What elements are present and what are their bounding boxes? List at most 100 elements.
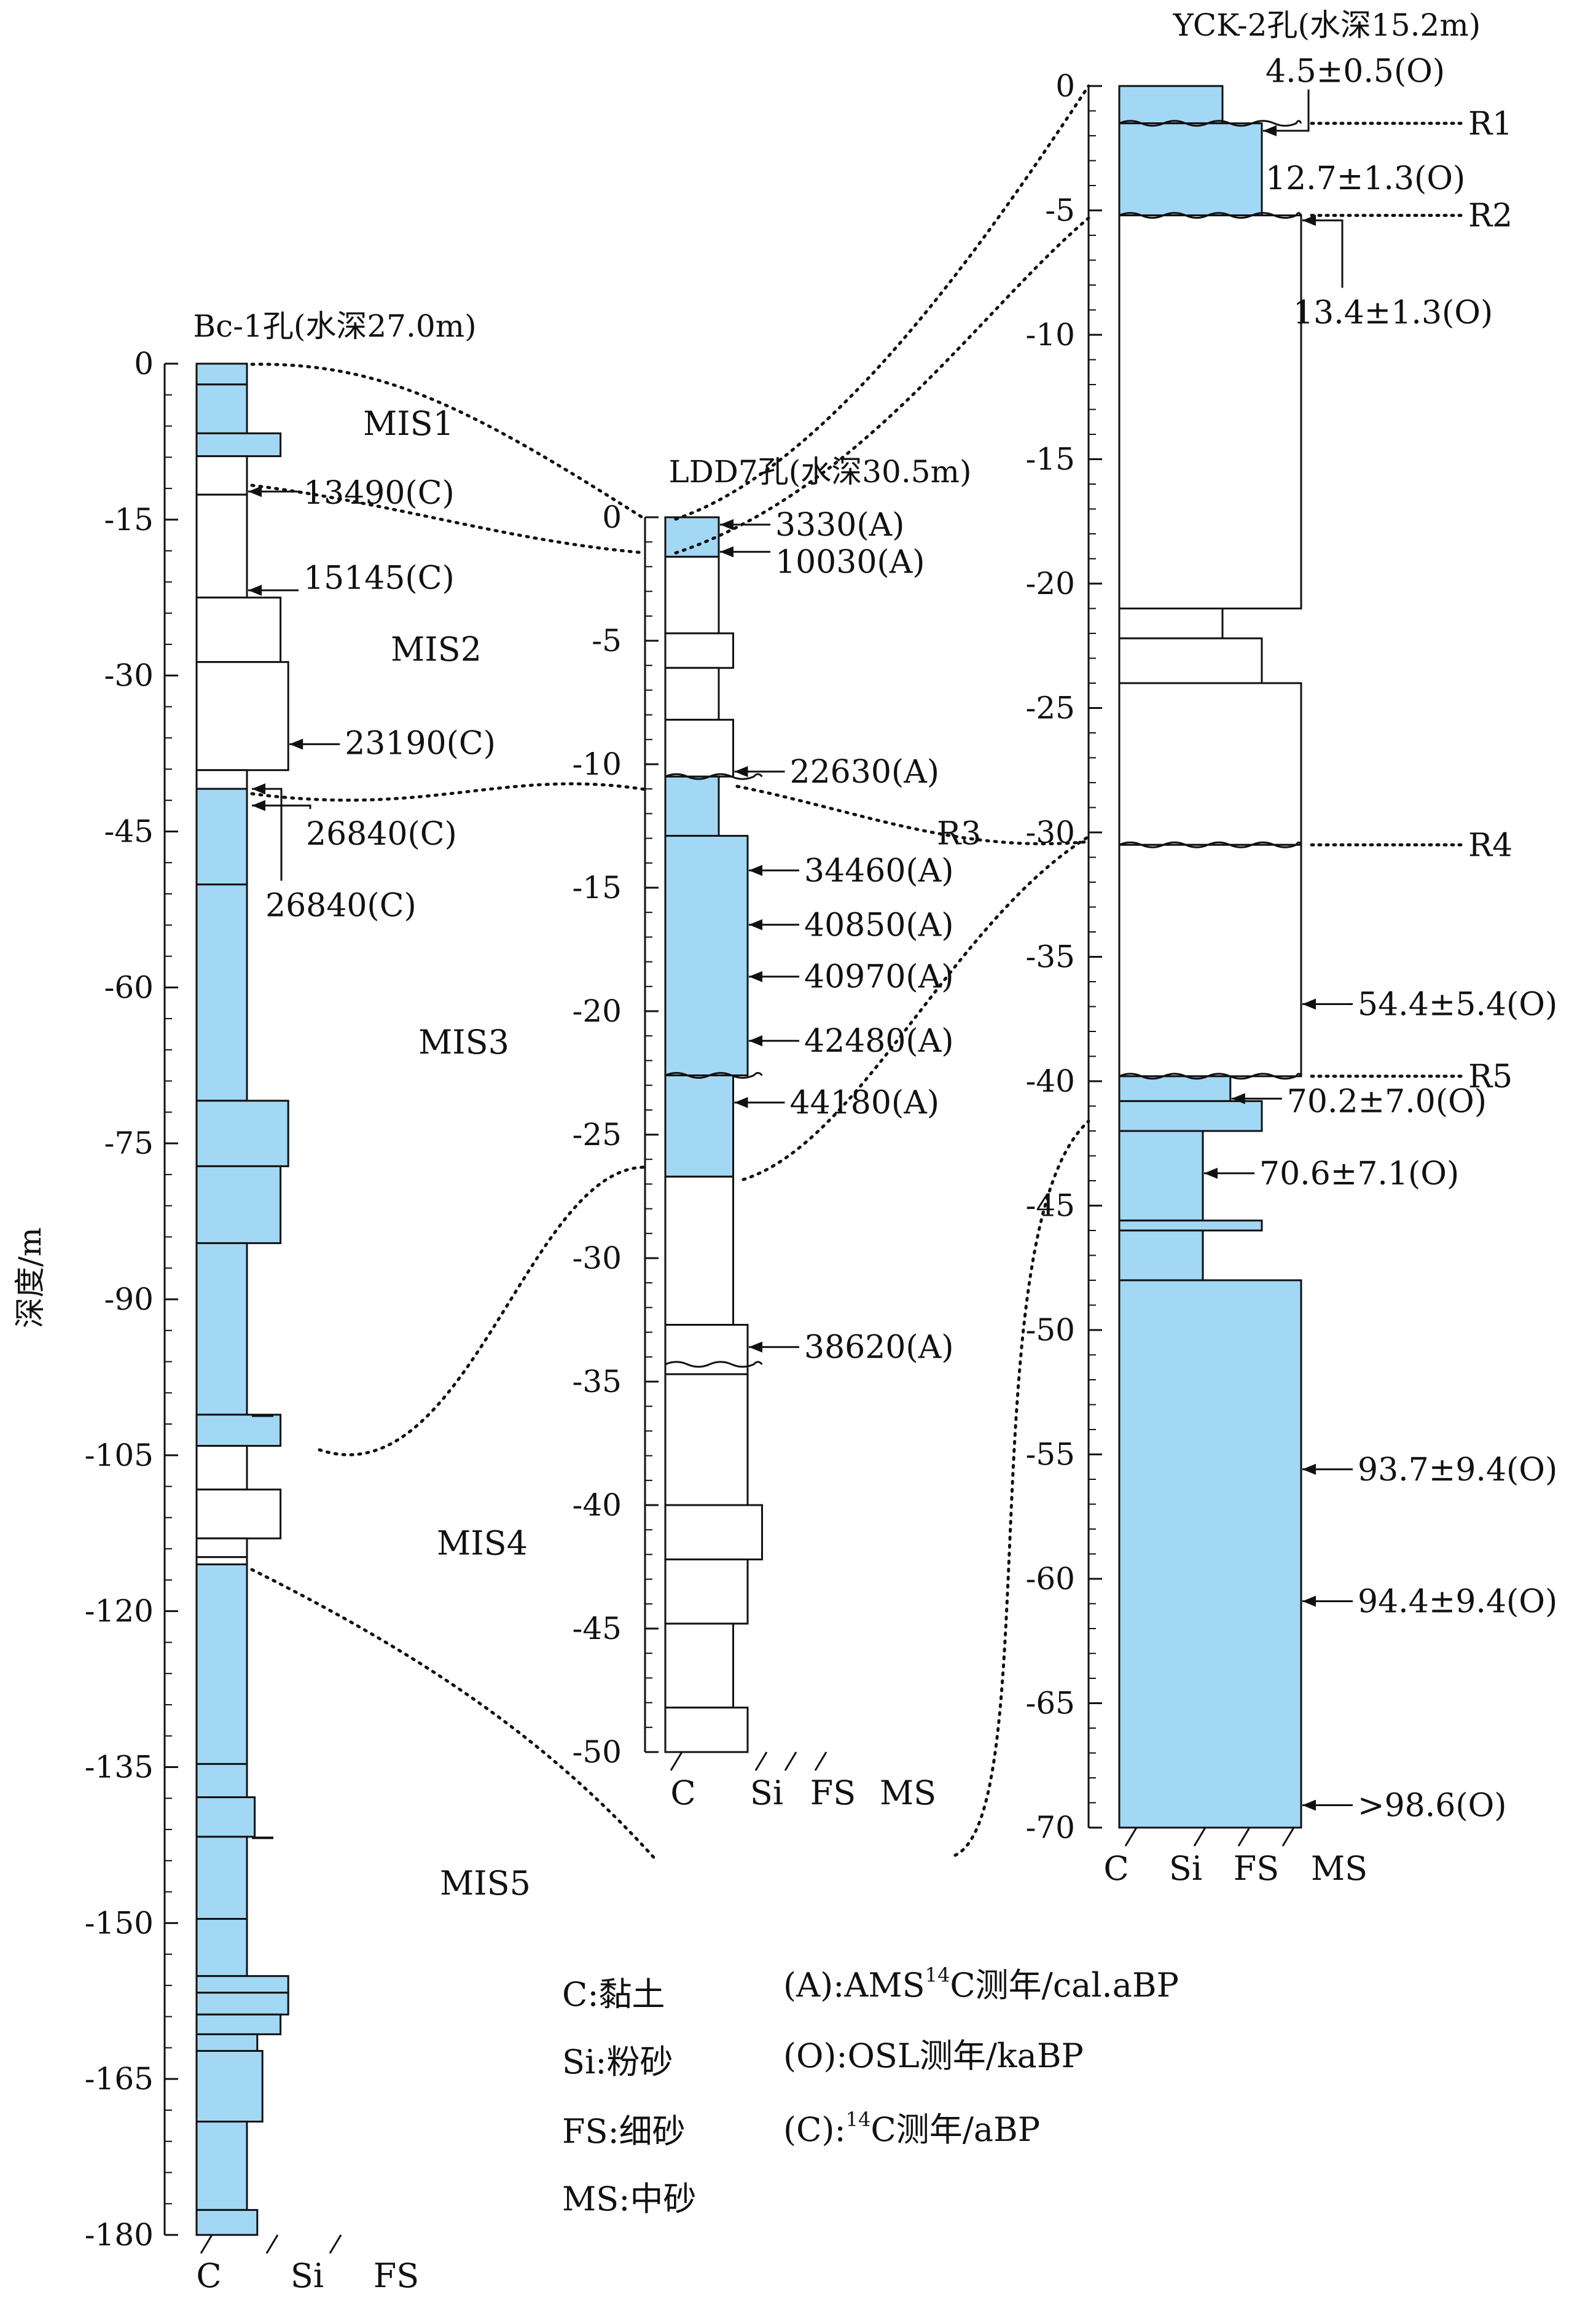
lithology-layer bbox=[1118, 1219, 1263, 1232]
arrow-head bbox=[1231, 1093, 1245, 1105]
arrow-head bbox=[289, 738, 303, 750]
date-label: 40850(A) bbox=[804, 907, 954, 944]
tick-label: -65 bbox=[1025, 1686, 1075, 1721]
date-label: 40970(A) bbox=[804, 959, 954, 996]
date-annotation: 12.7±1.3(O) bbox=[1265, 160, 1465, 197]
date-annotation: 38620(A) bbox=[749, 1329, 954, 1366]
legend-lithology-item: Si:粉砂 bbox=[562, 2043, 673, 2081]
date-annotation: 93.7±9.4(O) bbox=[1302, 1452, 1557, 1489]
tick-label: -90 bbox=[104, 1281, 154, 1317]
arrow-head bbox=[1204, 1167, 1218, 1179]
grain-size-label: C bbox=[670, 1774, 695, 1812]
lithology-layer bbox=[1118, 682, 1302, 846]
tick-label: 0 bbox=[602, 499, 622, 535]
tick-label: 0 bbox=[1055, 68, 1075, 104]
arrow-head bbox=[749, 971, 762, 982]
date-label: 4.5±0.5(O) bbox=[1265, 53, 1445, 90]
yck2-title: YCK-2孔(水深15.2m) bbox=[1173, 7, 1481, 43]
correlation-line bbox=[735, 784, 1090, 846]
grain-size-label: Si bbox=[1169, 1849, 1202, 1888]
tick-label: -25 bbox=[1025, 690, 1075, 726]
date-label: 42480(A) bbox=[804, 1023, 954, 1060]
lithology-layer bbox=[664, 1373, 749, 1506]
legend-dating-c14: (C):14C测年/aBP bbox=[783, 2108, 1040, 2149]
arrow-head bbox=[1302, 998, 1316, 1010]
tick-label: -150 bbox=[85, 1905, 154, 1941]
grain-scale-tick bbox=[1124, 1827, 1138, 1847]
legend-dating-osl: (O):OSL测年/kaBP bbox=[783, 2036, 1084, 2075]
arrow-head bbox=[720, 519, 733, 531]
lithology-layer bbox=[195, 1556, 248, 1566]
lithology-layer bbox=[1118, 608, 1224, 640]
date-label: 26840(C) bbox=[306, 816, 457, 853]
surface-label: R4 bbox=[1468, 827, 1512, 864]
tick-label: -135 bbox=[85, 1750, 154, 1785]
lithology-layer bbox=[664, 1175, 734, 1326]
lithology-layer bbox=[664, 719, 734, 778]
tick-label: -40 bbox=[1025, 1063, 1075, 1099]
tick-label: -15 bbox=[104, 502, 154, 538]
arrow-head bbox=[252, 783, 265, 795]
date-label: 10030(A) bbox=[775, 544, 925, 581]
grain-size-label: FS bbox=[810, 1774, 856, 1812]
surface-label: R2 bbox=[1468, 198, 1512, 235]
lithology-layer bbox=[195, 788, 248, 886]
grain-size-label: FS bbox=[374, 2256, 419, 2295]
lithology-layer bbox=[195, 1836, 248, 1920]
lithology-layer bbox=[195, 1796, 256, 1838]
tick-label: -10 bbox=[1025, 317, 1075, 353]
grain-scale-tick bbox=[754, 1751, 768, 1771]
lithology-layer bbox=[195, 1489, 282, 1539]
tick-label: -10 bbox=[572, 746, 622, 782]
date-label: 34460(A) bbox=[804, 853, 954, 890]
grain-scale-tick bbox=[1281, 1827, 1295, 1847]
date-label: 26840(C) bbox=[265, 888, 417, 925]
arrow-head bbox=[1302, 1463, 1316, 1475]
date-label: 23190(C) bbox=[345, 726, 496, 762]
grain-size-label: C bbox=[1103, 1849, 1129, 1888]
grain-scale-tick bbox=[329, 2234, 342, 2254]
tick-label: -165 bbox=[85, 2061, 154, 2097]
tick-label: -45 bbox=[1025, 1188, 1075, 1224]
lithology-layer bbox=[195, 2049, 264, 2123]
lithology-layer bbox=[195, 1918, 248, 1978]
lithology-layer bbox=[1118, 1100, 1263, 1132]
grain-size-label: Si bbox=[291, 2256, 324, 2295]
legend-lithology-item: MS:中砂 bbox=[562, 2180, 696, 2218]
depth-axis-label: 深度/m bbox=[12, 1227, 48, 1328]
date-label: 3330(A) bbox=[775, 507, 904, 544]
erosion-contact bbox=[665, 773, 763, 780]
tick-label: -60 bbox=[1025, 1561, 1075, 1597]
correlation-line bbox=[674, 84, 1090, 521]
lithology-layer bbox=[195, 493, 248, 599]
lithology-layer bbox=[664, 1074, 734, 1178]
surface-label: R3 bbox=[937, 816, 981, 853]
arrow-head bbox=[734, 1097, 748, 1108]
borehole-columns: 0-15-30-45-60-75-90-105-120-135-150-165-… bbox=[85, 53, 1558, 2295]
stage-label: MIS5 bbox=[440, 1864, 531, 1903]
arrow-head bbox=[749, 1341, 762, 1353]
date-label: 12.7±1.3(O) bbox=[1265, 160, 1465, 197]
arrow-head bbox=[1302, 1595, 1316, 1607]
tick-label: -60 bbox=[104, 969, 154, 1005]
lithology-layer bbox=[195, 432, 282, 458]
grain-size-label: FS bbox=[1234, 1849, 1279, 1888]
tick-label: -30 bbox=[572, 1240, 622, 1276]
lithology-layer bbox=[1118, 843, 1302, 1078]
date-annotation: 70.2±7.0(O) bbox=[1231, 1083, 1487, 1120]
date-annotation: 4.5±0.5(O) bbox=[1263, 53, 1445, 136]
lithology-layer bbox=[664, 1324, 749, 1375]
lithology-layer bbox=[195, 661, 289, 772]
date-annotation: 40850(A) bbox=[749, 907, 954, 944]
tick-label: -20 bbox=[1025, 566, 1075, 601]
grain-scale-tick bbox=[784, 1751, 797, 1771]
date-annotation: 54.4±5.4(O) bbox=[1302, 986, 1557, 1023]
tick-label: -15 bbox=[572, 870, 622, 906]
tick-label: -40 bbox=[572, 1487, 622, 1523]
yck2-borehole: 0-5-10-15-20-25-30-35-40-45-50-55-60-65-… bbox=[1025, 53, 1557, 1888]
bc1-borehole: 0-15-30-45-60-75-90-105-120-135-150-165-… bbox=[85, 346, 496, 2295]
lithology-layer bbox=[1118, 85, 1224, 125]
lithology-layer bbox=[1118, 637, 1263, 684]
grain-scale-tick bbox=[1193, 1827, 1207, 1847]
correlation-line bbox=[250, 782, 647, 802]
